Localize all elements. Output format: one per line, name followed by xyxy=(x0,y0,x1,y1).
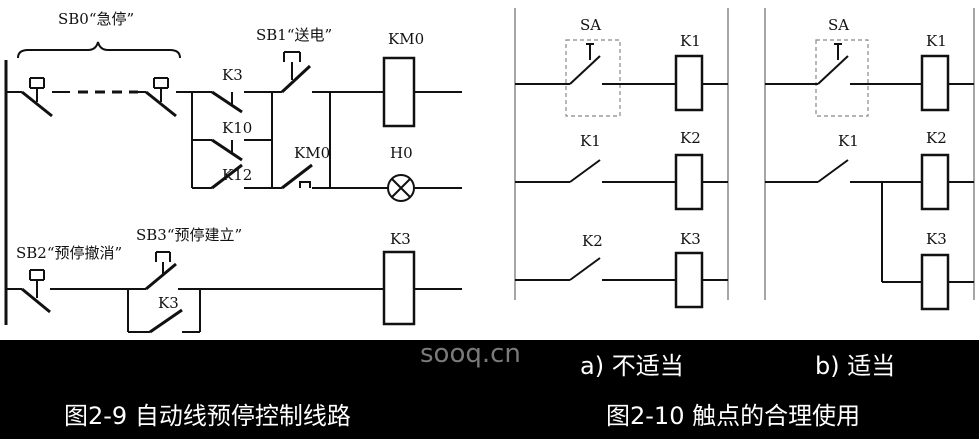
label-km0-coil: KM0 xyxy=(388,30,424,48)
k2-contact-a xyxy=(569,257,601,281)
km0-holding-contact xyxy=(281,163,313,190)
label-sb1: SB1“送电” xyxy=(256,26,332,44)
sb0-contact-2 xyxy=(145,77,177,118)
km0-coil xyxy=(382,56,416,128)
k1-contact-a xyxy=(569,159,601,183)
caption-sub-a: a) 不适当 xyxy=(580,352,684,380)
k1-contact-b xyxy=(817,159,849,183)
sa-switch-box-a xyxy=(565,39,621,117)
label-coil-k3-b: K3 xyxy=(926,230,947,248)
fig10a-circuit: SA K1 K2 K1 K2 K3 xyxy=(514,8,729,309)
label-k3-coil: K3 xyxy=(390,230,411,248)
fig10b-circuit: SA K1 K1 K2 K3 xyxy=(764,8,975,311)
sb3-contact xyxy=(128,251,200,291)
label-k3-contact: K3 xyxy=(222,66,243,84)
label-k12: K12 xyxy=(222,166,252,184)
coil-k2-b xyxy=(920,153,950,211)
sa-contact-b xyxy=(817,55,849,85)
label-k1-contact-a: K1 xyxy=(580,132,601,150)
coil-k2-a xyxy=(674,153,704,211)
k12-nc-contact xyxy=(192,163,272,190)
sa-contact-a xyxy=(569,55,601,85)
label-k1-contact-b: K1 xyxy=(838,132,859,150)
label-sb2: SB2“预停撤消” xyxy=(16,244,122,262)
sb0-brace xyxy=(17,41,181,59)
coil-k3-b xyxy=(920,253,950,311)
watermark: sooq.cn xyxy=(420,339,521,369)
label-k3-seal: K3 xyxy=(158,294,179,312)
label-coil-k1-a: K1 xyxy=(680,32,701,50)
coil-k3-a xyxy=(674,251,704,309)
label-h0: H0 xyxy=(390,144,413,162)
sb2-contact xyxy=(21,269,51,314)
label-coil-k2-a: K2 xyxy=(680,129,701,147)
label-sa-b: SA xyxy=(828,16,849,34)
label-coil-k2-b: K2 xyxy=(926,129,947,147)
k3-coil xyxy=(382,250,416,326)
label-coil-k3-a: K3 xyxy=(680,230,701,248)
caption-sub-b: b) 适当 xyxy=(815,352,895,380)
caption-fig10: 图2-10 触点的合理使用 xyxy=(606,402,860,430)
sb0-contact-1 xyxy=(21,77,53,118)
label-sb3: SB3“预停建立” xyxy=(136,226,242,244)
k10-nc-contact xyxy=(192,138,272,162)
sa-switch-box-b xyxy=(815,39,869,117)
label-sb0: SB0“急停” xyxy=(58,10,134,28)
caption-band xyxy=(0,340,979,439)
label-coil-k1-b: K1 xyxy=(926,32,947,50)
coil-k1-b xyxy=(920,54,950,112)
k3-seal-contact xyxy=(128,308,200,334)
label-k2-contact-a: K2 xyxy=(582,232,603,250)
label-sa-a: SA xyxy=(580,16,601,34)
h0-lamp xyxy=(387,174,415,202)
caption-fig9: 图2-9 自动线预停控制线路 xyxy=(64,402,351,430)
sb1-start-contact xyxy=(280,51,312,94)
k3-nc-contact xyxy=(192,90,272,114)
label-k10: K10 xyxy=(222,119,252,137)
fig9-circuit: SB0“急停” SB1“送电” K3 K10 K12 KM0 KM0 H0 SB… xyxy=(4,10,462,334)
coil-k1-a xyxy=(674,54,704,112)
label-km0-contact: KM0 xyxy=(294,144,330,162)
